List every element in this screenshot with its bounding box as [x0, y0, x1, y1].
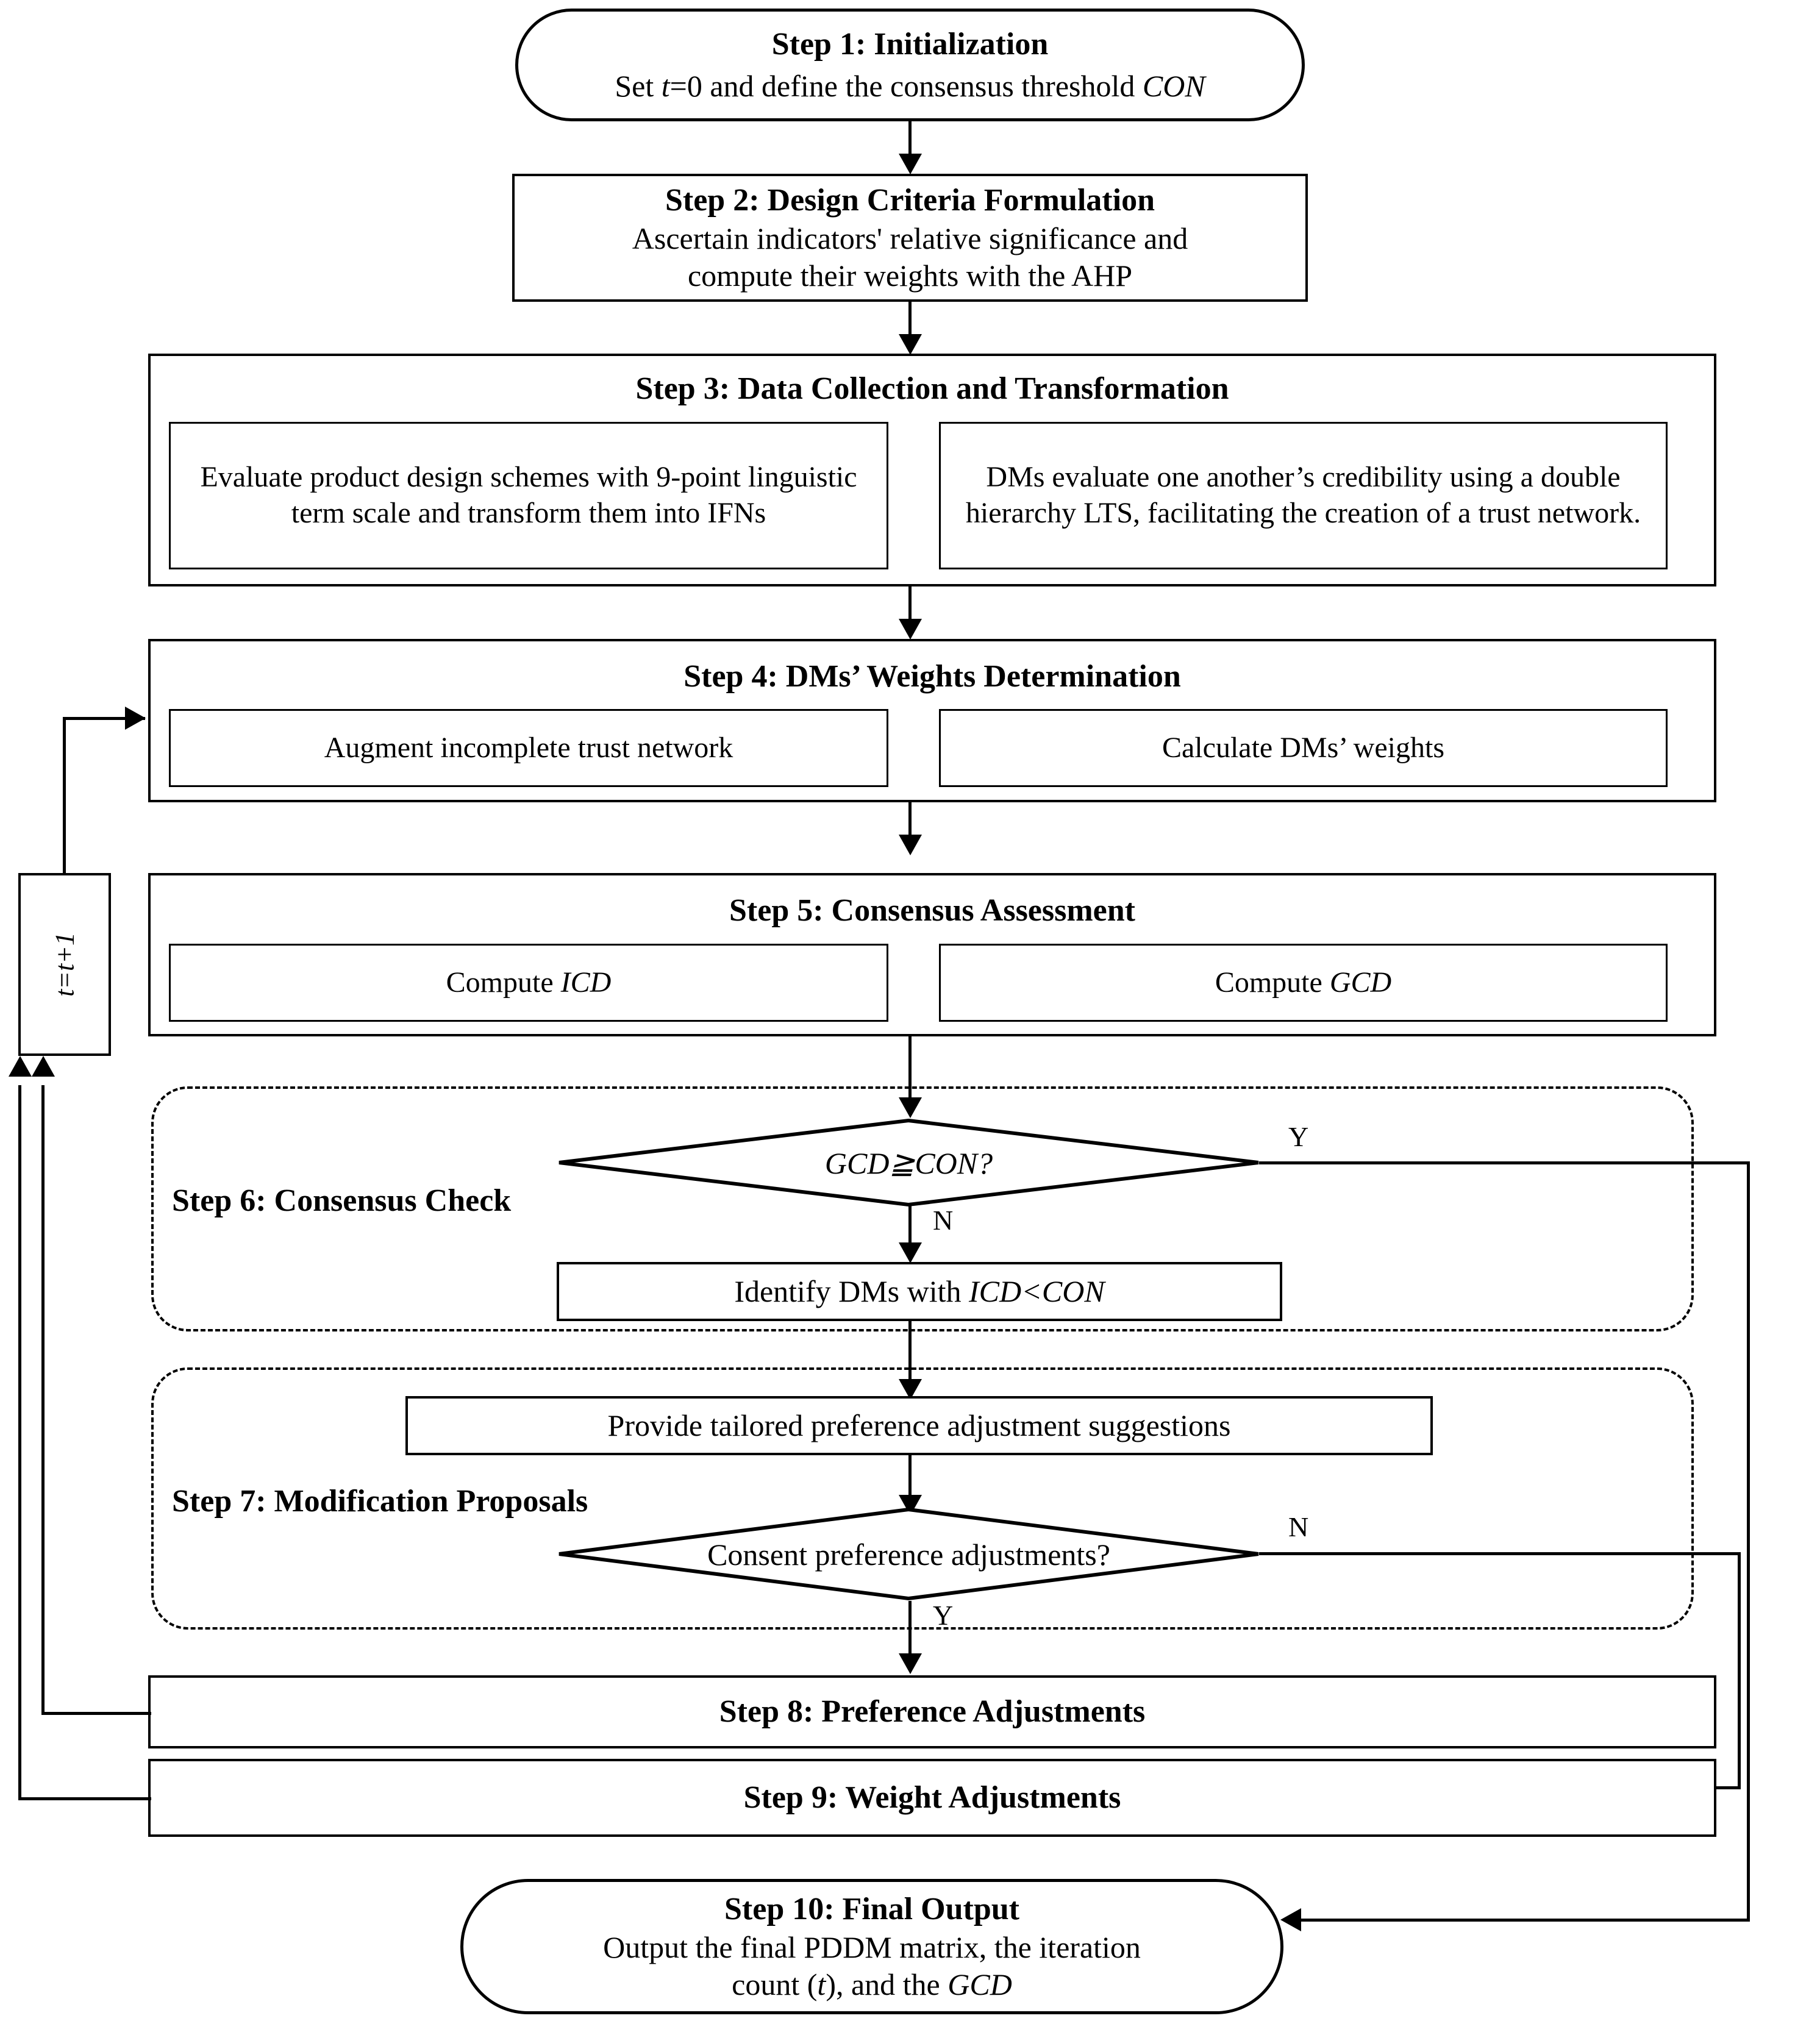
step6-group-container	[151, 1086, 1694, 1331]
arrowhead-step1-step2-icon	[899, 154, 922, 174]
step2-line1: Ascertain indicators' relative significa…	[632, 221, 1188, 255]
step5-subbox-right: Compute GCD	[939, 944, 1668, 1022]
step1-subtitle: Set t=0 and define the consensus thresho…	[615, 68, 1205, 105]
step2-title: Step 2: Design Criteria Formulation	[665, 183, 1155, 218]
step10-title-b: t	[1008, 1892, 1019, 1927]
edge-step2-step3	[908, 302, 912, 340]
step1-sub-a: Set	[615, 68, 662, 103]
step2-design-criteria-node: Step 2: Design Criteria Formulation Asce…	[512, 174, 1308, 302]
edge-step7-no-vertical	[1738, 1552, 1741, 1789]
edge-step7-action-to-decision	[908, 1455, 912, 1504]
step10-final-output-node: Step 10: Final Output Output the final P…	[460, 1879, 1283, 2014]
step6-identify-dms-box: Identify DMs with ICD<CON	[557, 1262, 1282, 1321]
step6-decision-label: GCD≧CON?	[824, 1146, 993, 1180]
step10-line2-a: count (	[732, 1967, 818, 2001]
step5-icd-var: ICD	[560, 966, 612, 999]
step1-sub-b: =0 and define the consensus threshold	[669, 68, 1143, 103]
step5-gcd-var: GCD	[1329, 966, 1392, 999]
step3-title: Step 3: Data Collection and Transformati…	[635, 371, 1229, 406]
edge-step6-step7	[908, 1321, 912, 1385]
edge-counter-to-step4-horizontal	[63, 717, 145, 720]
step1-var-t: t	[661, 68, 670, 103]
step6-no-label: N	[933, 1205, 954, 1236]
arrowhead-counter-step4-icon	[125, 707, 146, 730]
step9-title: Step 9: Weight Adjustments	[743, 1780, 1121, 1816]
step5-compute-icd-pre: Compute	[446, 966, 561, 999]
step8-title: Step 8: Preference Adjustments	[719, 1694, 1146, 1730]
step3-subbox-right: DMs evaluate one another’s credibility u…	[939, 422, 1668, 569]
step10-line1: Output the final PDDM matrix, the iterat…	[603, 1930, 1141, 1964]
step10-var-t: t	[817, 1967, 826, 2001]
step6-group-label: Step 6: Consensus Check	[172, 1183, 512, 1218]
step6-identify-var: ICD<CON	[969, 1274, 1105, 1308]
step1-title: Step 1: Initialization	[771, 27, 1049, 62]
step9-weight-adjustments-node: Step 9: Weight Adjustments	[148, 1759, 1716, 1837]
step7-group-container	[151, 1367, 1694, 1630]
arrowhead-step6-yes-step10-icon	[1280, 1908, 1301, 1931]
step6-decision-diamond	[557, 1119, 1261, 1207]
step10-line2-b: ), and the	[826, 1967, 948, 2001]
arrowhead-step2-step3-icon	[899, 334, 922, 355]
edge-step9-loopback-horizontal	[18, 1797, 151, 1800]
step4-subbox-left: Augment incomplete trust network	[169, 709, 888, 787]
step5-subbox-right-text: Compute GCD	[1215, 965, 1391, 1001]
iteration-counter-label: t=t+1	[49, 932, 80, 997]
step10-title-a: Step 10: Final Outpu	[724, 1892, 1009, 1927]
step3-subbox-left-text: Evaluate product design schemes with 9-p…	[200, 461, 857, 529]
step5-subbox-left-text: Compute ICD	[446, 965, 612, 1001]
edge-step5-step6	[908, 1036, 912, 1105]
edge-step6-yes-horizontal	[1259, 1161, 1750, 1164]
arrowhead-step9-loopback-icon	[9, 1056, 32, 1077]
step7-yes-label: Y	[933, 1600, 954, 1631]
step10-line2: count (t), and the GCD	[732, 1966, 1012, 2003]
edge-step8-loopback-vertical	[41, 1085, 45, 1713]
step10-title: Step 10: Final Output	[724, 1890, 1019, 1928]
edge-step6-no	[908, 1206, 912, 1250]
edge-step7-yes	[908, 1601, 912, 1662]
edge-step4-step5	[908, 802, 912, 840]
step3-subbox-left: Evaluate product design schemes with 9-p…	[169, 422, 888, 569]
step1-var-con: CON	[1142, 68, 1205, 103]
edge-step3-step4	[908, 586, 912, 624]
step10-var-gcd: GCD	[947, 1967, 1012, 2001]
arrowhead-step3-step4-icon	[899, 619, 922, 640]
edge-step9-loopback-vertical	[18, 1085, 21, 1798]
step6-yes-label: Y	[1288, 1121, 1309, 1152]
step7-provide-suggestions-text: Provide tailored preference adjustment s…	[607, 1408, 1231, 1442]
arrowhead-step5-step6-icon	[899, 1097, 922, 1118]
step4-subbox-right: Calculate DMs’ weights	[939, 709, 1668, 787]
step5-compute-gcd-pre: Compute	[1215, 966, 1330, 999]
step8-preference-adjustments-node: Step 8: Preference Adjustments	[148, 1675, 1716, 1748]
step7-group-label: Step 7: Modification Proposals	[172, 1484, 588, 1519]
step2-line2: compute their weights with the AHP	[687, 258, 1133, 293]
step7-provide-suggestions-box: Provide tailored preference adjustment s…	[405, 1396, 1433, 1455]
arrowhead-step4-step5-icon	[899, 835, 922, 855]
arrowhead-step8-loopback-icon	[32, 1056, 55, 1077]
step5-subbox-left: Compute ICD	[169, 944, 888, 1022]
step7-decision-label: Consent preference adjustments?	[707, 1537, 1110, 1572]
edge-step7-no-horizontal	[1259, 1552, 1741, 1555]
step5-title: Step 5: Consensus Assessment	[729, 893, 1135, 928]
arrowhead-step7-yes-step8-icon	[899, 1653, 922, 1674]
step1-initialization-node: Step 1: Initialization Set t=0 and defin…	[515, 9, 1305, 121]
edge-step6-yes-vertical	[1747, 1161, 1750, 1922]
iteration-counter-box: t=t+1	[18, 873, 111, 1056]
edge-counter-up	[63, 717, 66, 874]
edge-step6-yes-to-step10	[1299, 1919, 1750, 1922]
step7-no-label: N	[1288, 1511, 1309, 1542]
step4-subbox-left-text: Augment incomplete trust network	[324, 731, 733, 764]
edge-step1-step2	[908, 121, 912, 159]
step4-title: Step 4: DMs’ Weights Determination	[683, 659, 1181, 694]
edge-step7-no-to-step9	[1701, 1786, 1741, 1789]
step6-identify-dms-text: Identify DMs with ICD<CON	[734, 1273, 1104, 1310]
arrowhead-step6-no-icon	[899, 1242, 922, 1263]
step4-subbox-right-text: Calculate DMs’ weights	[1162, 731, 1444, 764]
step7-decision-diamond	[557, 1508, 1261, 1601]
edge-step8-loopback-horizontal	[41, 1712, 151, 1715]
step6-identify-pre: Identify DMs with	[734, 1274, 969, 1308]
step3-subbox-right-text: DMs evaluate one another’s credibility u…	[965, 461, 1641, 529]
